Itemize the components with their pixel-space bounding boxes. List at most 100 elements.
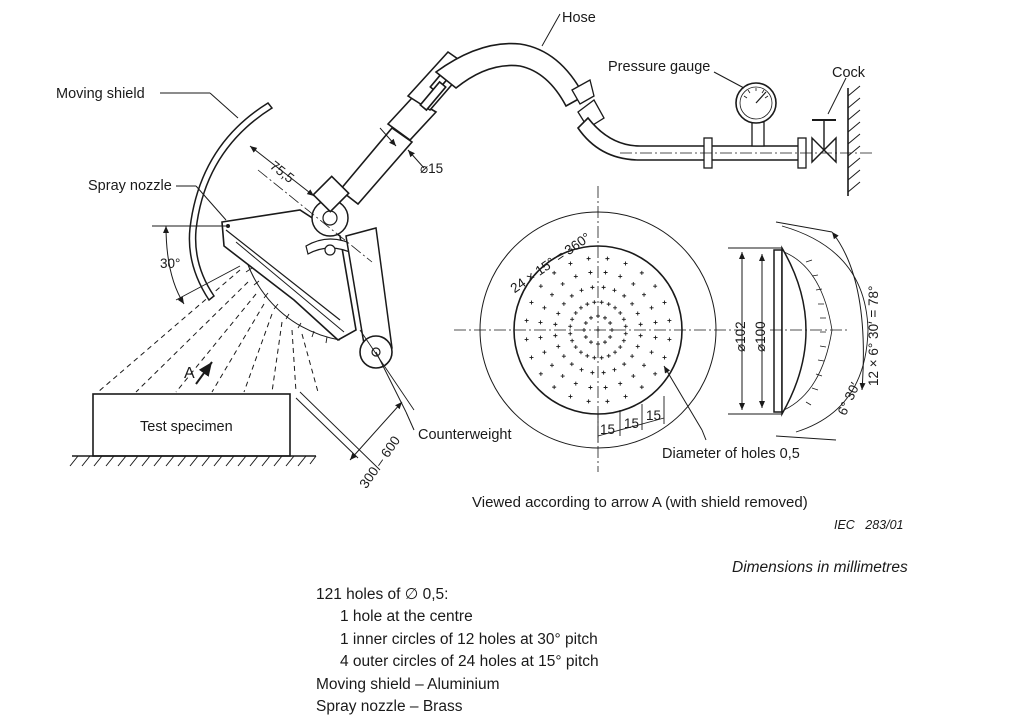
spray-hole	[524, 337, 529, 342]
hose-label: Hose	[562, 10, 596, 26]
spray-hole	[573, 381, 578, 386]
note-inner-circles: 1 inner circles of 12 holes at 30° pitch	[340, 630, 598, 648]
cock-valve	[811, 119, 837, 164]
note-shield-material: Moving shield – Aluminium	[316, 675, 500, 693]
spray-hole	[573, 310, 578, 315]
dim-hose-diameter: ⌀15	[420, 161, 443, 176]
note-centre-hole: 1 hole at the centre	[340, 608, 473, 626]
iec-reference: IEC 283/01	[834, 518, 904, 532]
spray-hole	[649, 305, 654, 310]
spray-hole	[653, 284, 658, 289]
spray-hole	[529, 300, 534, 305]
spray-hole	[603, 270, 608, 275]
spray-hole	[568, 324, 573, 329]
spray-hole	[608, 335, 613, 339]
dim-shield-angle: 30°	[160, 256, 180, 271]
spray-hole	[639, 385, 644, 390]
dim-spacing-1: 15	[600, 422, 615, 437]
spray-hole	[568, 331, 573, 336]
spray-hole	[621, 338, 626, 343]
spray-hole	[623, 324, 628, 329]
spray-hole	[630, 354, 635, 359]
moving-shield	[188, 102, 274, 302]
cock-label: Cock	[832, 65, 866, 81]
spray-hole	[538, 320, 543, 325]
spray-hole	[653, 371, 658, 376]
spray-hole	[578, 350, 583, 355]
spray-hole	[588, 385, 593, 390]
spray-hole	[589, 340, 593, 345]
spray-hole	[638, 333, 643, 338]
spray-hole	[653, 335, 658, 340]
dim-side-angle-total: 12 × 6° 30′ = 78°	[866, 286, 881, 386]
spray-hole	[579, 367, 584, 372]
note-holes-count: 121 holes of ∅ 0,5:	[316, 586, 449, 603]
spray-hole	[631, 281, 636, 286]
note-outer-circles: 4 outer circles of 24 holes at 15° pitch	[340, 653, 599, 671]
spray-hole	[560, 281, 565, 286]
spray-hole	[529, 355, 534, 360]
spray-hole	[612, 367, 617, 372]
nozzle-front-view	[454, 186, 742, 472]
spray-hole	[605, 256, 610, 261]
spray-hole	[538, 284, 543, 289]
view-arrow-a	[195, 361, 213, 385]
spray-hole	[590, 285, 595, 290]
dim-distance: 300 – 600	[356, 433, 403, 491]
spray-hole	[635, 344, 640, 349]
dim-spacing-2: 15	[624, 416, 639, 431]
counterweight-label: Counterweight	[418, 427, 512, 443]
spray-hole	[573, 274, 578, 279]
spray-hole	[601, 370, 606, 375]
spray-hole	[662, 355, 667, 360]
spray-hole	[589, 315, 593, 320]
dim-spacing-3: 15	[646, 408, 661, 423]
supply-pipe	[576, 116, 801, 161]
wall-hatching	[847, 85, 861, 196]
spray-hole	[653, 320, 658, 325]
view-arrow-a-label: A	[184, 365, 195, 382]
spray-hole	[553, 322, 558, 327]
spray-hole	[610, 328, 614, 332]
spray-hole	[570, 338, 575, 343]
spray-holes	[524, 256, 672, 404]
spray-hole	[568, 261, 573, 266]
dim-outer-diameter: ⌀102	[733, 321, 748, 352]
spray-hole	[662, 300, 667, 305]
spray-hole	[561, 354, 566, 359]
spray-hole	[549, 292, 554, 297]
spray-hole	[552, 270, 557, 275]
spray-hole	[622, 362, 627, 367]
spray-hole	[608, 321, 613, 325]
spray-hole	[606, 302, 611, 307]
spray-hole	[603, 340, 607, 345]
spray-hole	[549, 363, 554, 368]
side-view-scale-ticks	[805, 259, 827, 406]
spray-hole	[583, 321, 588, 325]
diameter-of-holes-label: Diameter of holes 0,5	[662, 446, 800, 462]
nozzle-side-view	[728, 245, 850, 417]
spray-hole	[573, 345, 578, 350]
spray-hole	[588, 270, 593, 275]
spray-hole	[596, 328, 600, 332]
spray-hole	[622, 293, 627, 298]
spray-hole	[590, 370, 595, 375]
spray-hole	[596, 314, 600, 318]
dim-inner-diameter: ⌀100	[753, 321, 768, 352]
spray-hole	[538, 371, 543, 376]
spray-hole	[552, 385, 557, 390]
spray-hole	[623, 261, 628, 266]
test-specimen-label: Test specimen	[140, 419, 233, 435]
spray-hole	[524, 318, 529, 323]
dim-pitch-circle: 24 × 15° = 360°	[508, 230, 594, 296]
spray-hole	[612, 288, 617, 293]
spray-hole	[667, 318, 672, 323]
test-specimen-box	[92, 393, 291, 457]
spray-hole	[599, 355, 604, 360]
spray-hole	[623, 394, 628, 399]
hose	[434, 42, 586, 108]
spray-hole	[642, 292, 647, 297]
spray-hole	[553, 333, 558, 338]
spray-hole	[586, 256, 591, 261]
